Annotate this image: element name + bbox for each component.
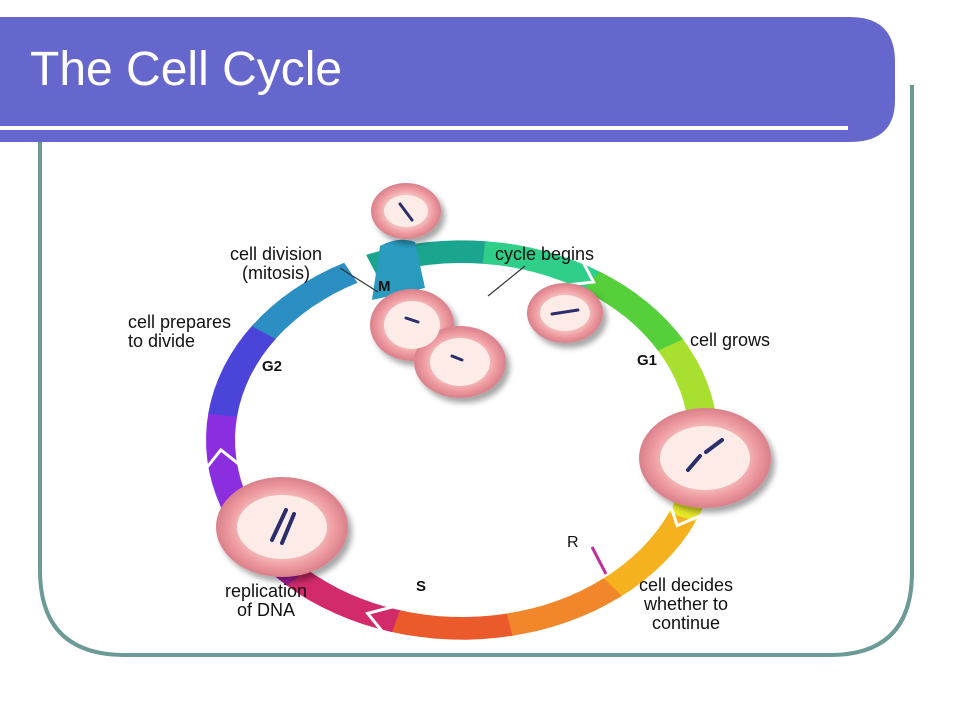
checkpoint-r-label: R — [567, 534, 579, 551]
label-replication-line2: of DNA — [236, 600, 296, 620]
phase-separator — [567, 261, 596, 287]
g1-small-cell — [527, 283, 603, 343]
phase-separator — [669, 505, 702, 528]
ring-segment — [389, 609, 513, 640]
ring-segment — [206, 411, 249, 508]
ring-segment — [482, 241, 602, 292]
ring-segment — [504, 578, 622, 637]
phase-s: S — [416, 578, 427, 595]
phase-separator — [205, 447, 241, 469]
ring-segment — [251, 262, 358, 339]
phase-g1: G1 — [637, 352, 658, 369]
g1-large-cell — [639, 408, 771, 508]
phase-g2: G2 — [262, 358, 283, 375]
ring-segment — [583, 271, 685, 353]
label-cell-division-line1: cell division — [229, 244, 323, 264]
ring-segment — [601, 512, 696, 598]
label-cell-decides: cell decides whether to continue — [618, 576, 754, 633]
label-cell-prepares-line2: to divide — [128, 331, 196, 351]
daughter-cell-top — [371, 183, 441, 239]
label-cycle-begins: cycle begins — [495, 244, 595, 264]
cycle-begins-leader-line — [487, 265, 526, 297]
label-cell-decides-line1: cell decides — [638, 575, 734, 595]
s-phase-cell — [216, 477, 348, 577]
ring-segment — [208, 324, 277, 417]
label-cell-grows: cell grows — [690, 330, 771, 350]
phase-separator — [365, 605, 393, 633]
phase-m: M — [378, 278, 391, 295]
label-replication-line1: replication — [224, 581, 308, 601]
label-cell-division: cell division (mitosis) — [196, 245, 356, 283]
label-replication: replication of DNA — [196, 582, 336, 620]
restriction-checkpoint-mark — [590, 546, 608, 575]
label-cell-decides-line2: whether to — [643, 594, 729, 614]
mitosis-arrow-tab — [372, 239, 425, 300]
title-bar — [0, 17, 895, 142]
label-cell-prepares-line1: cell prepares — [128, 312, 232, 332]
dividing-cell — [370, 289, 506, 398]
content-frame — [38, 85, 914, 657]
label-cell-division-line2: (mitosis) — [242, 263, 310, 283]
page-title: The Cell Cycle — [30, 43, 343, 96]
label-cell-decides-line3: continue — [651, 613, 721, 633]
label-cell-prepares: cell prepares to divide — [128, 313, 231, 351]
mitosis-leader-line — [339, 267, 379, 293]
